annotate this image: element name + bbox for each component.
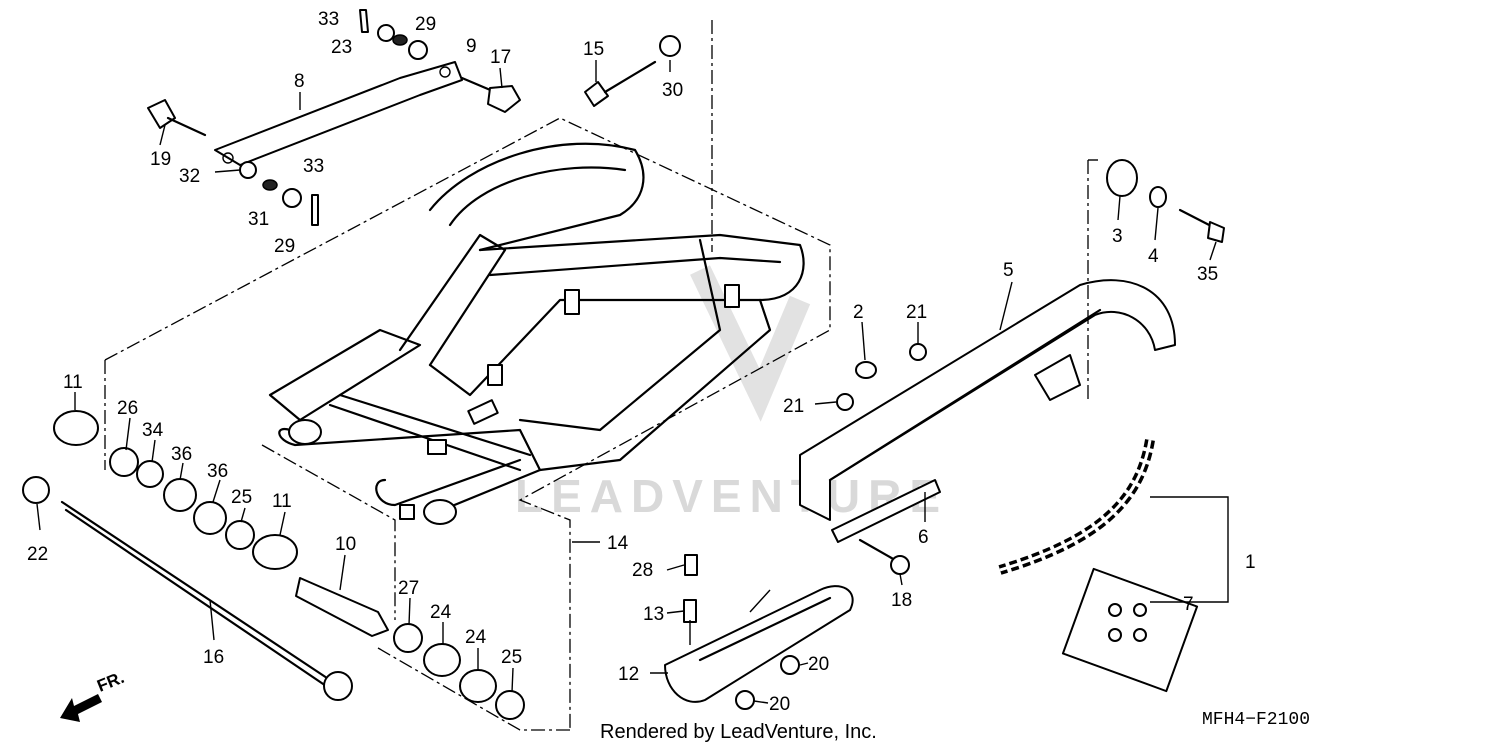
torque-rod <box>214 61 463 166</box>
callout-20-upper: 20 <box>808 654 829 675</box>
callout-24-right: 24 <box>465 627 487 648</box>
callout-35: 35 <box>1197 264 1218 285</box>
callout-19: 19 <box>150 149 171 170</box>
bolt-17 <box>460 76 521 113</box>
callout-34: 34 <box>142 420 164 441</box>
callout-15: 15 <box>583 39 604 60</box>
callout-36-right: 36 <box>207 461 228 482</box>
callout-23: 23 <box>331 37 352 58</box>
callout-30: 30 <box>662 80 683 101</box>
callout-31: 31 <box>248 209 269 230</box>
callout-29-upper: 29 <box>415 14 436 35</box>
callout-28: 28 <box>632 560 653 581</box>
callout-13: 13 <box>643 604 664 625</box>
callout-21-upper: 21 <box>906 302 927 323</box>
callout-36-left: 36 <box>171 444 192 465</box>
callout-12: 12 <box>618 664 639 685</box>
callout-11-right: 11 <box>272 491 292 512</box>
callout-27: 27 <box>398 578 419 599</box>
callout-3: 3 <box>1112 226 1123 247</box>
drive-chain <box>998 439 1229 693</box>
callout-21-lower: 21 <box>783 396 804 417</box>
callout-18: 18 <box>891 590 912 611</box>
leader-lines <box>36 60 1217 704</box>
callout-33-lower: 33 <box>303 156 324 177</box>
callout-2: 2 <box>853 302 864 323</box>
front-direction-indicator: FR. <box>60 668 127 722</box>
bolt-15 <box>584 35 681 107</box>
callout-16: 16 <box>203 647 224 668</box>
front-arrow-icon <box>60 694 102 722</box>
callout-8: 8 <box>294 71 305 92</box>
chain-slider <box>664 554 854 710</box>
callout-25-left: 25 <box>231 487 252 508</box>
callout-32: 32 <box>179 166 200 187</box>
callout-4: 4 <box>1148 246 1159 267</box>
chain-case <box>799 159 1225 575</box>
callout-9: 9 <box>466 36 477 57</box>
callout-25-right: 25 <box>501 647 522 668</box>
callout-29-lower: 29 <box>274 236 295 257</box>
pivot-parts <box>22 410 525 720</box>
callout-24-left: 24 <box>430 602 452 623</box>
small-hardware-top <box>239 9 428 226</box>
callout-20-lower: 20 <box>769 694 790 715</box>
bolt-19 <box>147 99 207 137</box>
callout-1: 1 <box>1245 552 1256 573</box>
callout-11-left: 11 <box>63 372 83 393</box>
callout-14: 14 <box>607 533 629 554</box>
callout-7: 7 <box>1183 594 1194 615</box>
footer-credit: Rendered by LeadVenture, Inc. <box>600 721 877 743</box>
callout-26: 26 <box>117 398 138 419</box>
callout-17: 17 <box>490 47 511 68</box>
callout-22: 22 <box>27 544 48 565</box>
swingarm <box>104 20 831 731</box>
diagram-code: MFH4−F2100 <box>1202 710 1310 730</box>
callout-10: 10 <box>335 534 356 555</box>
callout-33-upper: 33 <box>318 9 339 30</box>
callout-6: 6 <box>918 527 929 548</box>
direction-label: FR. <box>94 668 127 696</box>
callouts: 1 2 3 4 5 6 7 8 9 10 11 11 12 13 14 15 1… <box>27 9 1256 715</box>
callout-5: 5 <box>1003 260 1014 281</box>
